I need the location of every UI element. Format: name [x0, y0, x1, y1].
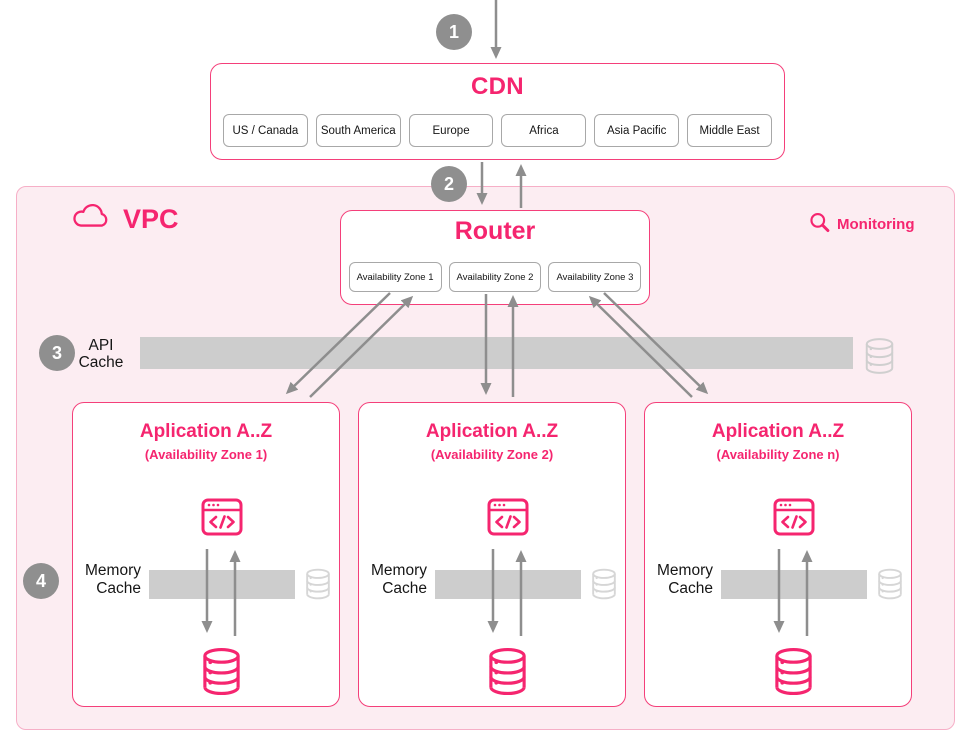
api-cache-database-icon — [863, 336, 896, 381]
cdn-region-europe[interactable]: Europe — [408, 114, 494, 147]
monitoring-label: Monitoring — [837, 216, 915, 233]
vpc-label-group: VPC — [70, 201, 179, 237]
step-2-badge: 2 — [431, 166, 467, 202]
cdn-region-asia-pacific[interactable]: Asia Pacific — [594, 114, 680, 147]
api-cache-label-line2: Cache — [78, 354, 124, 371]
cdn-box: CDN US / Canada South America Europe Afr… — [210, 63, 785, 160]
memory-cache-label-line2: Cache — [668, 580, 713, 597]
app-box-zone-1: Aplication A..Z (Availability Zone 1) Me… — [72, 402, 340, 707]
app-subtitle: (Availability Zone 1) — [144, 447, 268, 462]
step-3-badge: 3 — [39, 335, 75, 371]
memory-cache-label-line2: Cache — [382, 580, 427, 597]
router-box: Router Availability Zone 1 Availability … — [340, 210, 650, 305]
memory-cache-label: Memory Cache — [73, 562, 141, 598]
database-icon — [200, 647, 243, 701]
memory-cache-bar — [149, 570, 295, 599]
app-title: Aplication A..Z — [139, 421, 273, 442]
cdn-region-africa[interactable]: Africa — [501, 114, 587, 147]
api-cache-label: API Cache — [70, 337, 132, 371]
api-cache-bar — [140, 337, 853, 369]
cloud-icon — [70, 201, 114, 237]
monitoring-group[interactable]: Monitoring — [808, 211, 914, 238]
code-browser-icon — [201, 497, 243, 542]
memory-cache-label-line1: Memory — [657, 562, 713, 579]
memory-cache-bar — [435, 570, 581, 599]
memory-cache-bar — [721, 570, 867, 599]
app-box-zone-n: Aplication A..Z (Availability Zone n) Me… — [644, 402, 912, 707]
router-zone-2[interactable]: Availability Zone 2 — [448, 262, 542, 292]
memory-cache-database-icon — [876, 568, 904, 605]
router-zone-1[interactable]: Availability Zone 1 — [348, 262, 442, 292]
cdn-title: CDN — [471, 73, 524, 100]
memory-cache-label-line1: Memory — [85, 562, 141, 579]
code-browser-icon — [487, 497, 529, 542]
code-browser-icon — [773, 497, 815, 542]
step-1-badge: 1 — [436, 14, 472, 50]
cdn-region-middle-east[interactable]: Middle East — [687, 114, 772, 147]
memory-cache-label: Memory Cache — [359, 562, 427, 598]
memory-cache-label: Memory Cache — [645, 562, 713, 598]
app-subtitle: (Availability Zone 2) — [430, 447, 554, 462]
router-zone-3[interactable]: Availability Zone 3 — [548, 262, 642, 292]
api-cache-label-line1: API — [88, 337, 114, 354]
memory-cache-database-icon — [590, 568, 618, 605]
magnifier-icon — [808, 211, 831, 238]
app-title: Aplication A..Z — [711, 421, 845, 442]
memory-cache-label-line2: Cache — [96, 580, 141, 597]
vpc-label: VPC — [123, 203, 179, 234]
app-subtitle: (Availability Zone n) — [716, 447, 840, 462]
router-title: Router — [454, 217, 536, 245]
cdn-region-row: US / Canada South America Europe Africa … — [223, 114, 772, 147]
cdn-region-us-canada[interactable]: US / Canada — [223, 114, 308, 147]
app-box-zone-2: Aplication A..Z (Availability Zone 2) Me… — [358, 402, 626, 707]
memory-cache-label-line1: Memory — [371, 562, 427, 579]
step-4-badge: 4 — [23, 563, 59, 599]
cdn-region-south-america[interactable]: South America — [315, 114, 401, 147]
database-icon — [772, 647, 815, 701]
database-icon — [486, 647, 529, 701]
app-title: Aplication A..Z — [425, 421, 559, 442]
memory-cache-database-icon — [304, 568, 332, 605]
router-zone-row: Availability Zone 1 Availability Zone 2 … — [348, 262, 642, 292]
